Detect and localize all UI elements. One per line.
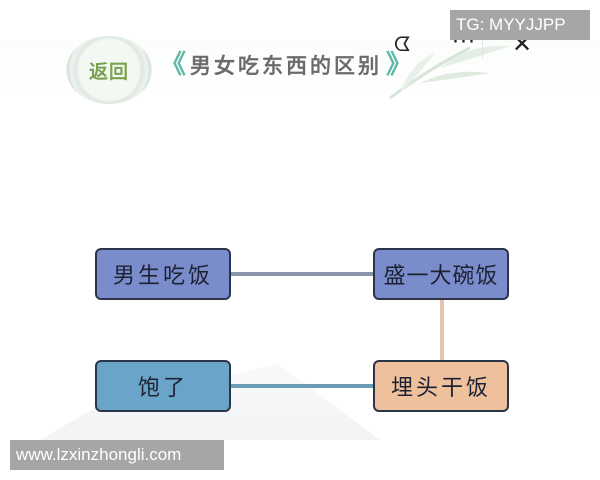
tg-watermark: TG: MYYJJPP xyxy=(450,10,590,40)
site-watermark: www.lzxinzhongli.com xyxy=(10,440,224,470)
node-full[interactable]: 饱了 xyxy=(95,360,231,412)
connection-line-2 xyxy=(440,300,444,360)
page-title: 《 男女吃东西的区别 》 xyxy=(160,50,412,80)
title-right-arrow-icon: 》 xyxy=(386,50,413,80)
connection-line-1 xyxy=(231,272,373,276)
connection-line-3 xyxy=(231,384,373,388)
back-button[interactable]: 返回 xyxy=(66,36,152,104)
capsule-divider xyxy=(482,36,483,58)
pacman-icon[interactable]: ᗧ xyxy=(394,32,411,56)
title-text: 男女吃东西的区别 xyxy=(190,53,383,78)
node-head-down-eat[interactable]: 埋头干饭 xyxy=(373,360,509,412)
node-boy-eats[interactable]: 男生吃饭 xyxy=(95,248,231,300)
back-label: 返回 xyxy=(88,60,129,83)
node-big-bowl[interactable]: 盛一大碗饭 xyxy=(373,248,509,300)
title-left-arrow-icon: 《 xyxy=(160,50,187,80)
bamboo-leaves-decoration xyxy=(389,45,510,100)
